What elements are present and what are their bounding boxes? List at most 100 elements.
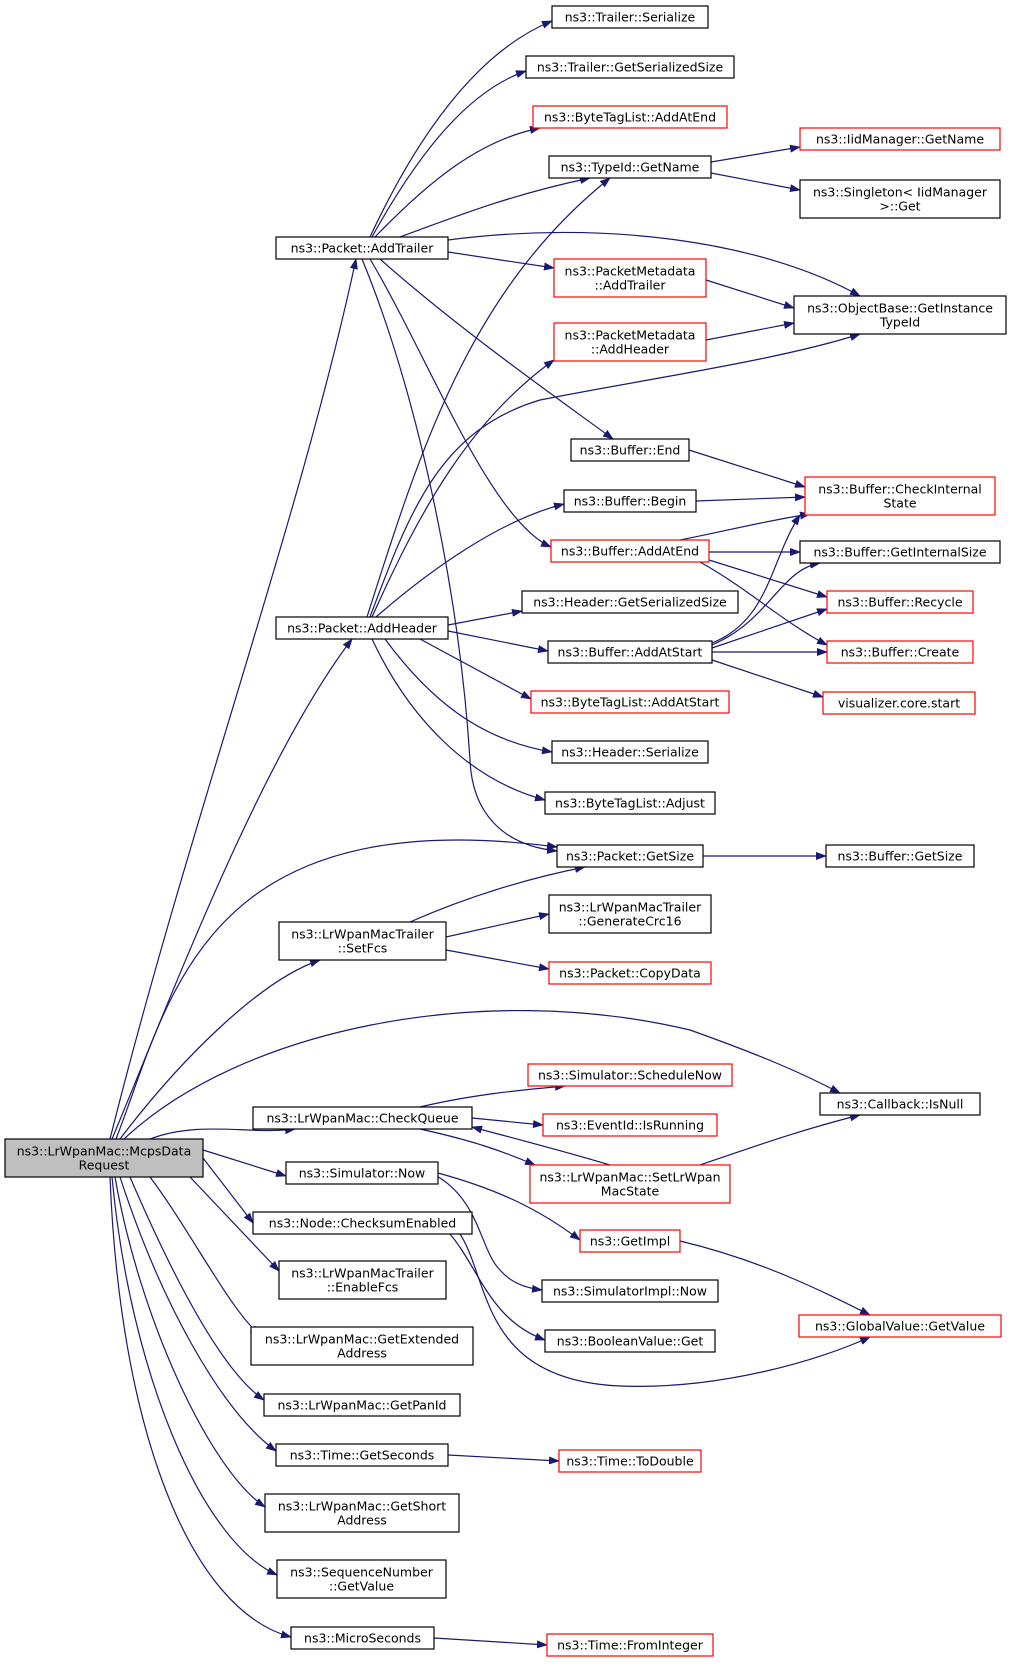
- node-iidmanager_getname[interactable]: ns3::IidManager::GetName: [799, 127, 1001, 151]
- node-box[interactable]: [275, 616, 449, 640]
- node-trailer_getserializedsize[interactable]: ns3::Trailer::GetSerializedSize: [525, 55, 735, 79]
- node-box[interactable]: [275, 1443, 449, 1467]
- node-box[interactable]: [547, 640, 713, 664]
- node-box[interactable]: [525, 55, 735, 79]
- node-box[interactable]: [4, 1138, 204, 1178]
- node-simimpl_now[interactable]: ns3::SimulatorImpl::Now: [541, 1279, 719, 1303]
- node-box[interactable]: [541, 1279, 719, 1303]
- node-bytetaglist_adjust[interactable]: ns3::ByteTagList::Adjust: [544, 791, 716, 815]
- node-box[interactable]: [826, 590, 974, 614]
- node-box[interactable]: [551, 740, 709, 764]
- node-sim_schedulenow[interactable]: ns3::Simulator::ScheduleNow: [527, 1063, 733, 1087]
- node-box[interactable]: [521, 590, 739, 614]
- node-box[interactable]: [275, 236, 449, 260]
- node-box[interactable]: [563, 489, 697, 513]
- node-box[interactable]: [252, 1106, 473, 1130]
- node-packet_addheader[interactable]: ns3::Packet::AddHeader: [275, 616, 449, 640]
- node-trailer_setfcs[interactable]: ns3::LrWpanMacTrailer::SetFcs: [278, 921, 447, 961]
- node-box[interactable]: [285, 1161, 439, 1185]
- node-box[interactable]: [546, 1633, 714, 1657]
- node-buffer_addatend[interactable]: ns3::Buffer::AddAtEnd: [550, 539, 710, 563]
- node-checksum_enabled[interactable]: ns3::Node::ChecksumEnabled: [252, 1211, 473, 1235]
- node-buffer_addatstart[interactable]: ns3::Buffer::AddAtStart: [547, 640, 713, 664]
- node-box[interactable]: [542, 1113, 718, 1137]
- node-box[interactable]: [570, 438, 690, 462]
- node-pm_addtrailer[interactable]: ns3::PacketMetadata::AddTrailer: [553, 258, 707, 298]
- node-visualizer_start[interactable]: visualizer.core.start: [822, 691, 976, 715]
- node-box[interactable]: [550, 539, 710, 563]
- node-box[interactable]: [527, 1063, 733, 1087]
- node-getimpl[interactable]: ns3::GetImpl: [579, 1229, 681, 1253]
- node-buffer_getinternalsize[interactable]: ns3::Buffer::GetInternalSize: [799, 540, 1001, 564]
- node-simulator_now[interactable]: ns3::Simulator::Now: [285, 1161, 439, 1185]
- node-box[interactable]: [548, 155, 712, 179]
- node-header_getserializedsize[interactable]: ns3::Header::GetSerializedSize: [521, 590, 739, 614]
- node-box[interactable]: [825, 844, 975, 868]
- node-packet_getsize[interactable]: ns3::Packet::GetSize: [556, 844, 704, 868]
- node-globalvalue_getvalue[interactable]: ns3::GlobalValue::GetValue: [798, 1314, 1002, 1338]
- node-box[interactable]: [290, 1626, 435, 1650]
- node-box[interactable]: [264, 1493, 460, 1533]
- node-box[interactable]: [532, 105, 728, 129]
- node-checkqueue[interactable]: ns3::LrWpanMac::CheckQueue: [252, 1106, 473, 1130]
- node-trailer_serialize[interactable]: ns3::Trailer::Serialize: [551, 5, 709, 29]
- node-bytetaglist_addatstart[interactable]: ns3::ByteTagList::AddAtStart: [530, 690, 730, 714]
- node-singleton_get[interactable]: ns3::Singleton< IidManager>::Get: [799, 179, 1001, 219]
- node-box[interactable]: [799, 179, 1001, 219]
- node-box[interactable]: [822, 691, 976, 715]
- node-buffer_end[interactable]: ns3::Buffer::End: [570, 438, 690, 462]
- node-time_todouble[interactable]: ns3::Time::ToDouble: [558, 1449, 702, 1473]
- node-booleanvalue_get[interactable]: ns3::BooleanValue::Get: [544, 1329, 716, 1353]
- node-box[interactable]: [263, 1393, 461, 1417]
- node-buffer_getsize[interactable]: ns3::Buffer::GetSize: [825, 844, 975, 868]
- node-bytetaglist_addatend[interactable]: ns3::ByteTagList::AddAtEnd: [532, 105, 728, 129]
- node-box[interactable]: [799, 127, 1001, 151]
- node-packet_addtrailer[interactable]: ns3::Packet::AddTrailer: [275, 236, 449, 260]
- node-box[interactable]: [826, 640, 974, 664]
- node-box[interactable]: [530, 690, 730, 714]
- node-box[interactable]: [529, 1164, 731, 1204]
- node-box[interactable]: [579, 1229, 681, 1253]
- node-buffer_recycle[interactable]: ns3::Buffer::Recycle: [826, 590, 974, 614]
- node-box[interactable]: [278, 1260, 447, 1300]
- node-microseconds[interactable]: ns3::MicroSeconds: [290, 1626, 435, 1650]
- node-box[interactable]: [252, 1211, 473, 1235]
- node-box[interactable]: [793, 295, 1007, 335]
- node-box[interactable]: [278, 921, 447, 961]
- node-trailer_generatecrc16[interactable]: ns3::LrWpanMacTrailer::GenerateCrc16: [548, 894, 712, 934]
- node-box[interactable]: [556, 844, 704, 868]
- node-box[interactable]: [799, 540, 1001, 564]
- node-time_getseconds[interactable]: ns3::Time::GetSeconds: [275, 1443, 449, 1467]
- node-header_serialize[interactable]: ns3::Header::Serialize: [551, 740, 709, 764]
- node-typeid_getname[interactable]: ns3::TypeId::GetName: [548, 155, 712, 179]
- node-box[interactable]: [798, 1314, 1002, 1338]
- node-time_frominteger[interactable]: ns3::Time::FromInteger: [546, 1633, 714, 1657]
- node-box[interactable]: [276, 1559, 447, 1599]
- node-box[interactable]: [544, 1329, 716, 1353]
- node-callback_isnull[interactable]: ns3::Callback::IsNull: [819, 1092, 981, 1116]
- node-box[interactable]: [819, 1092, 981, 1116]
- node-box[interactable]: [553, 258, 707, 298]
- node-seqnum_getvalue[interactable]: ns3::SequenceNumber::GetValue: [276, 1559, 447, 1599]
- node-buffer_begin[interactable]: ns3::Buffer::Begin: [563, 489, 697, 513]
- node-box[interactable]: [558, 1449, 702, 1473]
- node-box[interactable]: [548, 894, 712, 934]
- node-get_panid[interactable]: ns3::LrWpanMac::GetPanId: [263, 1393, 461, 1417]
- node-packet_copydata[interactable]: ns3::Packet::CopyData: [548, 961, 712, 985]
- node-pm_addheader[interactable]: ns3::PacketMetadata::AddHeader: [553, 322, 707, 362]
- node-box[interactable]: [804, 476, 996, 516]
- node-trailer_enablefcs[interactable]: ns3::LrWpanMacTrailer::EnableFcs: [278, 1260, 447, 1300]
- node-box[interactable]: [553, 322, 707, 362]
- node-box[interactable]: [551, 5, 709, 29]
- node-box[interactable]: [544, 791, 716, 815]
- node-buffer_create[interactable]: ns3::Buffer::Create: [826, 640, 974, 664]
- node-box[interactable]: [250, 1326, 474, 1366]
- node-eventid_isrunning[interactable]: ns3::EventId::IsRunning: [542, 1113, 718, 1137]
- node-box[interactable]: [548, 961, 712, 985]
